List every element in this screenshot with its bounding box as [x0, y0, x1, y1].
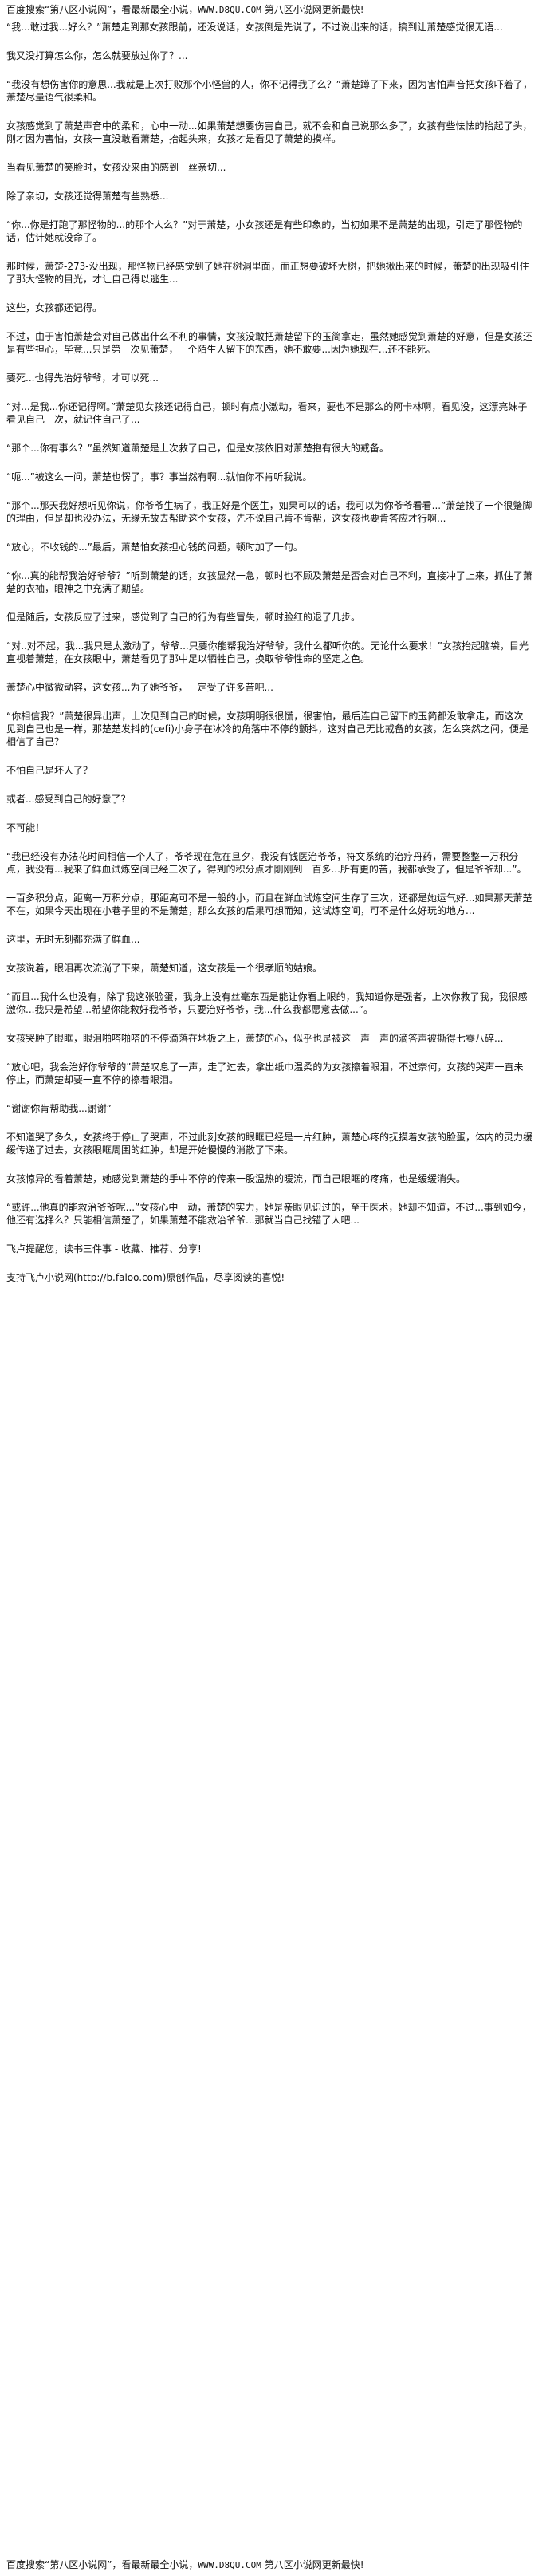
story-paragraph: 一百多积分点，距离一万积分点，那距离可不是一般的小，而且在鲜血试炼空间生存了三次… — [6, 892, 532, 916]
bottom-banner: 百度搜索“第八区小说网”，看最新最全小说，WWW.D8QU.COM 第八区小说网… — [6, 2558, 552, 2572]
story-paragraph: 女孩说着，眼泪再次流淌了下来，萧楚知道，这女孩是一个很孝顺的姑娘。 — [6, 963, 323, 974]
banner-suffix: 第八区小说网更新最快! — [261, 2559, 364, 2570]
story-paragraph: 那时候，萧楚-273-没出现，那怪物已经感觉到了她在树洞里面，而正想要破坏大树，… — [6, 261, 529, 285]
story-paragraph: “或许...他真的能救治爷爷呢...”女孩心中一动，萧楚的实力，她是亲眼见识过的… — [6, 1202, 532, 1226]
story-paragraph: “对..对不起，我...我只是太激动了，爷爷...只要你能帮我治好爷爷，我什么都… — [6, 640, 529, 664]
top-banner: 百度搜索“第八区小说网”，看最新最全小说，WWW.D8QU.COM 第八区小说网… — [6, 3, 552, 17]
story-paragraph: “放心吧，我会治好你爷爷的”萧楚叹息了一声，走了过去，拿出纸巾温柔的为女孩擦着眼… — [6, 1062, 524, 1085]
story-paragraph: “放心，不收钱的...”最后，萧楚怕女孩担心钱的问题，顿时加了一句。 — [6, 542, 303, 553]
story-paragraph: 不过，由于害怕萧楚会对自己做出什么不利的事情，女孩没敢把萧楚留下的玉简拿走，虽然… — [6, 331, 533, 355]
site-url-link[interactable]: WWW.D8QU.COM — [198, 2560, 261, 2570]
story-paragraph: “你...你是打跑了那怪物的...的那个人么？”对于萧楚，小女孩还是有些印象的，… — [6, 219, 523, 243]
story-paragraph: 女孩感觉到了萧楚声音中的柔和，心中一动...如果萧楚想要伤害自己，就不会和自己说… — [6, 120, 532, 144]
story-paragraph: “我已经没有办法花时间相信一个人了，爷爷现在危在旦夕，我没有钱医治爷爷，符文系统… — [6, 851, 527, 875]
story-paragraph: 女孩哭肿了眼眶，眼泪啪嗒啪嗒的不停滴落在地板之上，萧楚的心，似乎也是被这一声一声… — [6, 1033, 504, 1044]
story-paragraph: 除了亲切，女孩还觉得萧楚有些熟悉... — [6, 191, 169, 202]
story-paragraph: 我又没打算怎么你，怎么就要放过你了？... — [6, 50, 188, 61]
banner-suffix: 第八区小说网更新最快! — [261, 4, 364, 15]
story-paragraph: “我...敢过我...好么？”萧楚走到那女孩跟前，还没说话，女孩倒是先说了，不过… — [6, 22, 503, 33]
story-paragraph: “而且...我什么也没有，除了我这张脸蛋，我身上没有丝毫东西是能让你看上眼的，我… — [6, 991, 528, 1015]
story-paragraph: 当看见萧楚的笑脸时，女孩没来由的感到一丝亲切... — [6, 162, 226, 173]
story-paragraph: 但是随后，女孩反应了过来，感觉到了自己的行为有些冒失，顿时脸红的退了几步。 — [6, 612, 361, 623]
reading-reminder: 飞卢提醒您，读书三件事 - 收藏、推荐、分享! — [6, 1243, 202, 1255]
story-paragraph: “我没有想伤害你的意思...我就是上次打败那个小怪兽的人，你不记得我了么？”萧楚… — [6, 79, 532, 103]
banner-prefix: 百度搜索“第八区小说网”，看最新最全小说， — [6, 4, 198, 15]
story-paragraph: 这些，女孩都还记得。 — [6, 302, 103, 313]
story-paragraph: 这里，无时无刻都充满了鲜血... — [6, 934, 140, 945]
support-notice: 支持飞卢小说网(http://b.faloo.com)原创作品，尽享阅读的喜悦! — [6, 1272, 285, 1283]
story-paragraph: “那个...你有事么？”虽然知道萧楚是上次救了自己，但是女孩依旧对萧楚抱有很大的… — [6, 443, 389, 454]
story-paragraph: 不怕自己是坏人了？ — [6, 765, 93, 776]
story-paragraph: “谢谢你肯帮助我...谢谢” — [6, 1103, 112, 1114]
chapter-content: “我...敢过我...好么？”萧楚走到那女孩跟前，还没说话，女孩倒是先说了，不过… — [6, 21, 532, 1300]
story-paragraph: “呃...”被这么一问，萧楚也愣了，事？事当然有啊...就怕你不肯听我说。 — [6, 471, 312, 483]
story-paragraph: 要死...也得先治好爷爷，才可以死... — [6, 372, 159, 384]
story-paragraph: 萧楚心中微微动容，这女孩...为了她爷爷，一定受了许多苦吧... — [6, 682, 273, 693]
story-paragraph: 或者...感受到自己的好意了？ — [6, 794, 131, 805]
story-paragraph: “你...真的能帮我治好爷爷？”听到萧楚的话，女孩显然一急，顿时也不顾及萧楚是否… — [6, 570, 532, 594]
story-paragraph: 不可能！ — [6, 822, 45, 833]
story-paragraph: “那个...那天我好想听见你说，你爷爷生病了，我正好是个医生，如果可以的话，我可… — [6, 500, 532, 524]
story-paragraph: 女孩惊异的看着萧楚，她感觉到萧楚的手中不停的传来一股温热的暖流，而自己眼眶的疼痛… — [6, 1173, 466, 1184]
banner-prefix: 百度搜索“第八区小说网”，看最新最全小说， — [6, 2559, 198, 2570]
story-paragraph: “对...是我...你还记得啊。”萧楚见女孩还记得自己，顿时有点小激动，看来，要… — [6, 401, 528, 425]
story-paragraph: 不知道哭了多久，女孩终于停止了哭声，不过此刻女孩的眼眶已经是一片红肿，萧楚心疼的… — [6, 1132, 533, 1156]
site-url-link[interactable]: WWW.D8QU.COM — [198, 5, 261, 15]
story-paragraph: “你相信我？”萧楚很异出声，上次见到自己的时候，女孩明明很很慌，很害怕，最后连自… — [6, 711, 529, 747]
